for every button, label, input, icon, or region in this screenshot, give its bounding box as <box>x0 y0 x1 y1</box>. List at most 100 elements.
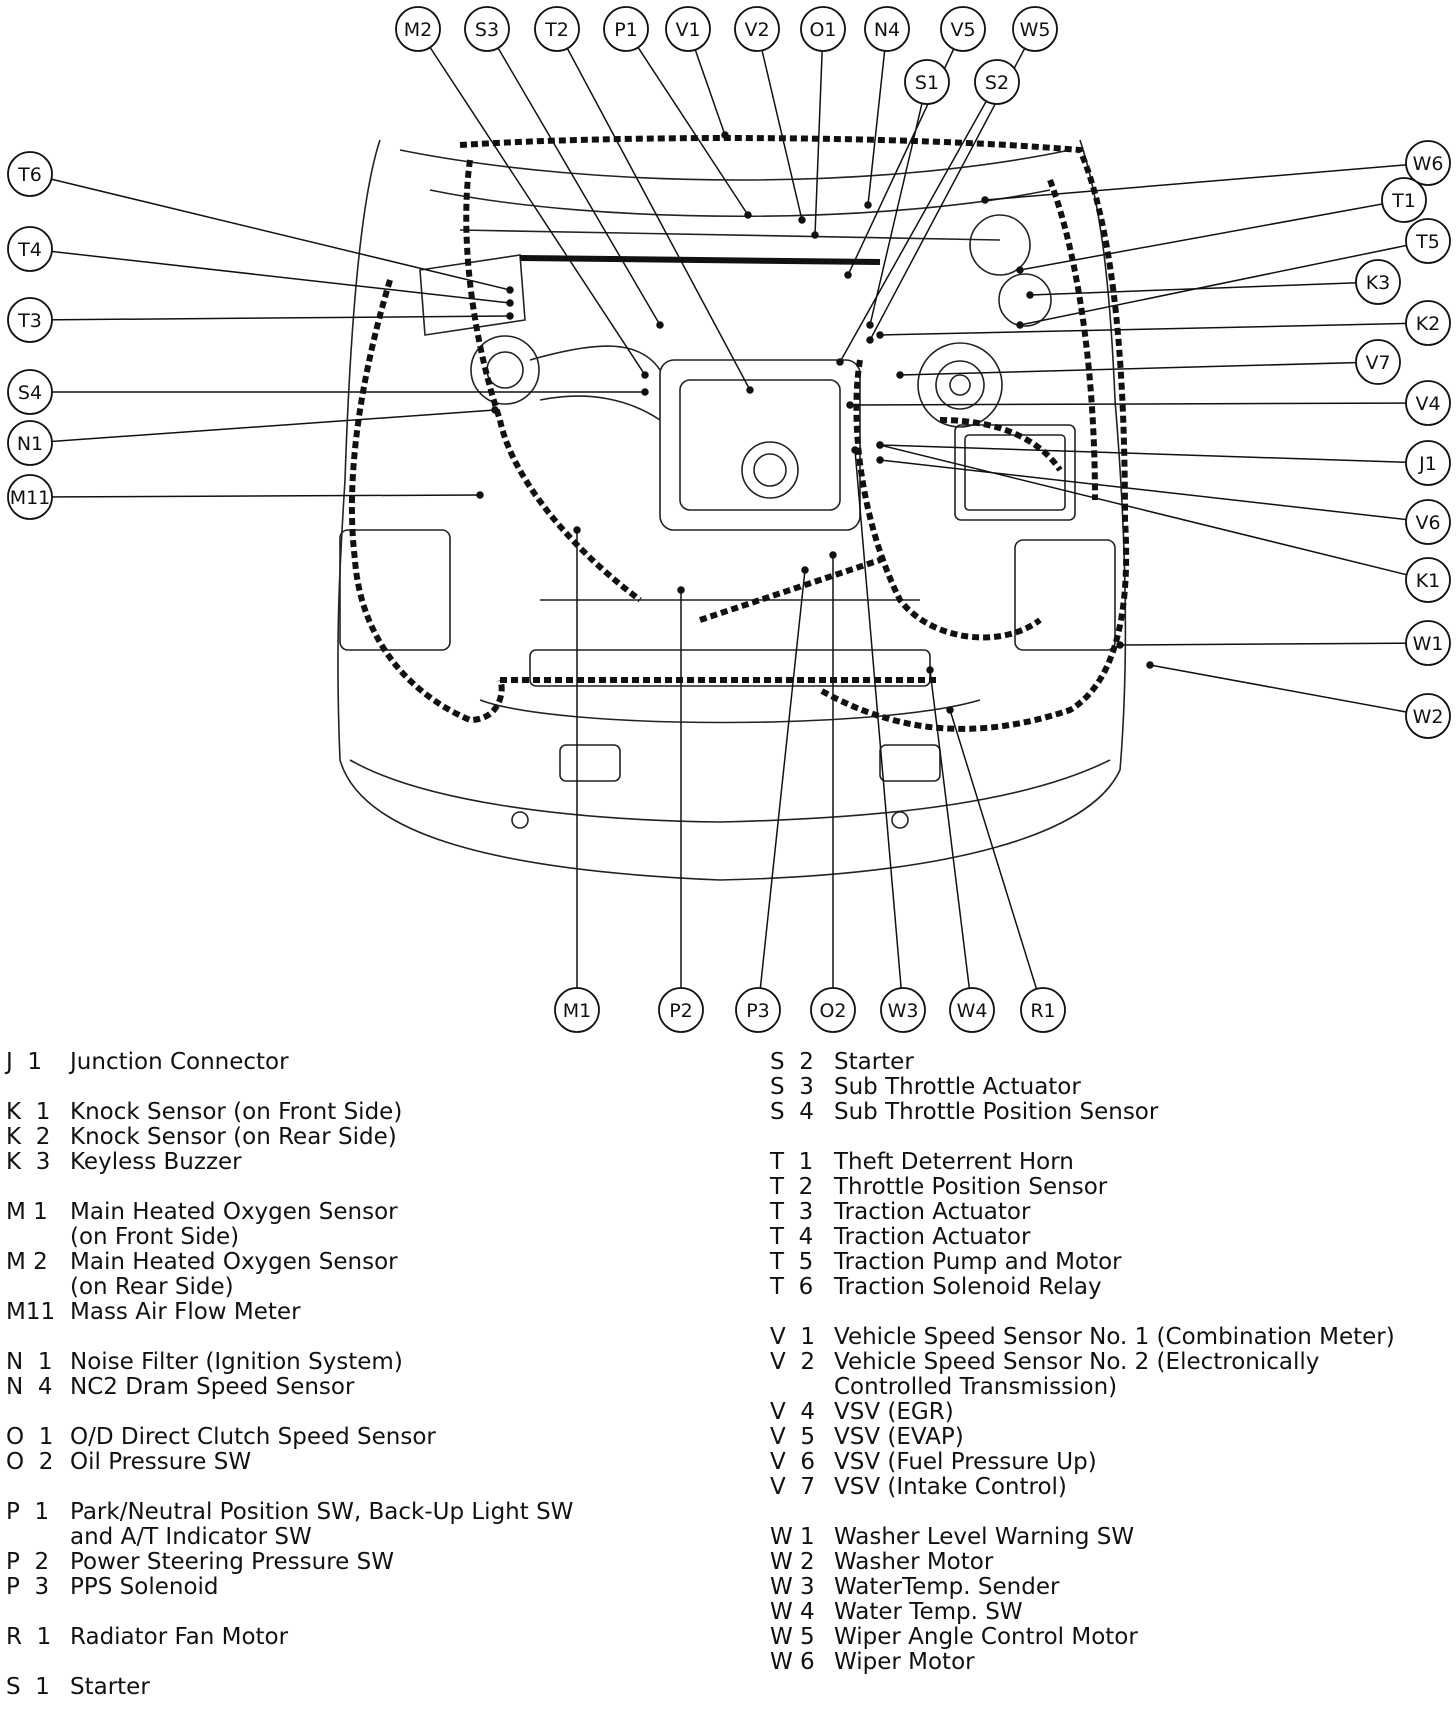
callout-label: N4 <box>874 19 900 41</box>
callout-label: K2 <box>1416 313 1441 335</box>
leader-line-s2 <box>839 81 998 363</box>
callout-j1: J1 <box>1405 440 1451 486</box>
legend-code: K 2 <box>6 1124 51 1150</box>
legend-item: (on Rear Side) <box>6 1275 573 1300</box>
leader-line-v4 <box>849 402 1429 406</box>
callout-r1: R1 <box>1020 987 1066 1033</box>
callout-w3: W3 <box>880 987 926 1033</box>
callout-v4: V4 <box>1405 380 1451 426</box>
legend-code: S 3 <box>770 1074 814 1100</box>
legend-code: T 2 <box>770 1174 814 1200</box>
callout-k2: K2 <box>1405 300 1451 346</box>
callout-t2: T2 <box>534 6 580 52</box>
legend-description: (on Rear Side) <box>70 1274 234 1300</box>
legend-description: Power Steering Pressure SW <box>70 1549 394 1575</box>
callout-label: K1 <box>1416 570 1441 592</box>
legend-code: V 7 <box>770 1474 815 1500</box>
legend-description: Radiator Fan Motor <box>70 1624 289 1650</box>
callout-label: T4 <box>17 239 42 261</box>
callout-circle <box>1381 177 1427 223</box>
leader-point-w1 <box>1116 641 1124 649</box>
legend-code: T 6 <box>770 1274 814 1300</box>
legend-description: Sub Throttle Actuator <box>834 1074 1081 1100</box>
leader-line-s3 <box>486 28 661 326</box>
legend-description: Mass Air Flow Meter <box>70 1299 301 1325</box>
leader-point-s1 <box>866 321 874 329</box>
callout-label: M1 <box>563 1000 591 1022</box>
leader-line-m2 <box>417 28 646 376</box>
callout-label: M11 <box>10 487 51 509</box>
leader-line-t1 <box>1019 199 1405 271</box>
leader-line-m11 <box>29 494 481 498</box>
legend-code: W 4 <box>770 1599 815 1625</box>
callout-t5: T5 <box>1405 218 1451 264</box>
callout-t1: T1 <box>1381 177 1427 223</box>
legend-code: W 3 <box>770 1574 815 1600</box>
leader-point-w2 <box>1146 661 1154 669</box>
callout-v2: V2 <box>734 6 780 52</box>
leader-point-k1 <box>876 441 884 449</box>
leader-point-s2 <box>836 358 844 366</box>
callout-circle <box>1012 6 1058 52</box>
leader-point-o2 <box>829 551 837 559</box>
leader-point-m11 <box>476 491 484 499</box>
callout-circle <box>810 987 856 1033</box>
callout-label: S2 <box>985 72 1009 94</box>
callout-w6: W6 <box>1405 140 1451 186</box>
legend-code: K 1 <box>6 1099 51 1125</box>
legend-description: Traction Pump and Motor <box>834 1249 1122 1275</box>
callout-label: O2 <box>819 1000 846 1022</box>
callout-label: S1 <box>915 72 939 94</box>
callout-circle <box>1355 339 1401 385</box>
legend-description: Starter <box>70 1674 150 1700</box>
callout-v7: V7 <box>1355 339 1401 385</box>
legend-description: O/D Direct Clutch Speed Sensor <box>70 1424 436 1450</box>
legend-description: PPS Solenoid <box>70 1574 219 1600</box>
callout-circle <box>603 6 649 52</box>
callout-label: T3 <box>17 310 42 332</box>
legend-description: Washer Level Warning SW <box>834 1524 1135 1550</box>
legend-item: R 1 Radiator Fan Motor <box>6 1625 573 1650</box>
leader-line-p3 <box>757 569 806 1011</box>
callout-circle <box>904 59 950 105</box>
leader-line-k3 <box>1029 281 1379 296</box>
legend-code: R 1 <box>6 1624 52 1650</box>
callout-circle <box>735 987 781 1033</box>
legend-code: N 4 <box>6 1374 53 1400</box>
legend-description: VSV (EGR) <box>834 1399 954 1425</box>
legend-item: and A/T Indicator SW <box>6 1525 573 1550</box>
leader-point-v1 <box>721 131 729 139</box>
legend-description: VSV (Fuel Pressure Up) <box>834 1449 1097 1475</box>
callout-circle <box>974 59 1020 105</box>
legend-item: S 3 Sub Throttle Actuator <box>770 1075 1395 1100</box>
callout-label: P1 <box>614 19 638 41</box>
legend-code: V 1 <box>770 1324 815 1350</box>
legend-description: Controlled Transmission) <box>834 1374 1118 1400</box>
legend-description: VSV (EVAP) <box>834 1424 964 1450</box>
leader-line-v2 <box>756 28 803 221</box>
callout-w4: W4 <box>949 987 995 1033</box>
leader-line-t2 <box>556 28 751 391</box>
leader-line-t6 <box>29 173 511 291</box>
leader-point-w5 <box>866 336 874 344</box>
callout-label: T2 <box>544 19 569 41</box>
callout-label: P3 <box>746 1000 770 1022</box>
callout-label: M2 <box>404 19 432 41</box>
legend-code: S 2 <box>770 1049 814 1075</box>
callout-label: V5 <box>950 19 975 41</box>
legend-group: R 1 Radiator Fan Motor <box>6 1625 573 1650</box>
